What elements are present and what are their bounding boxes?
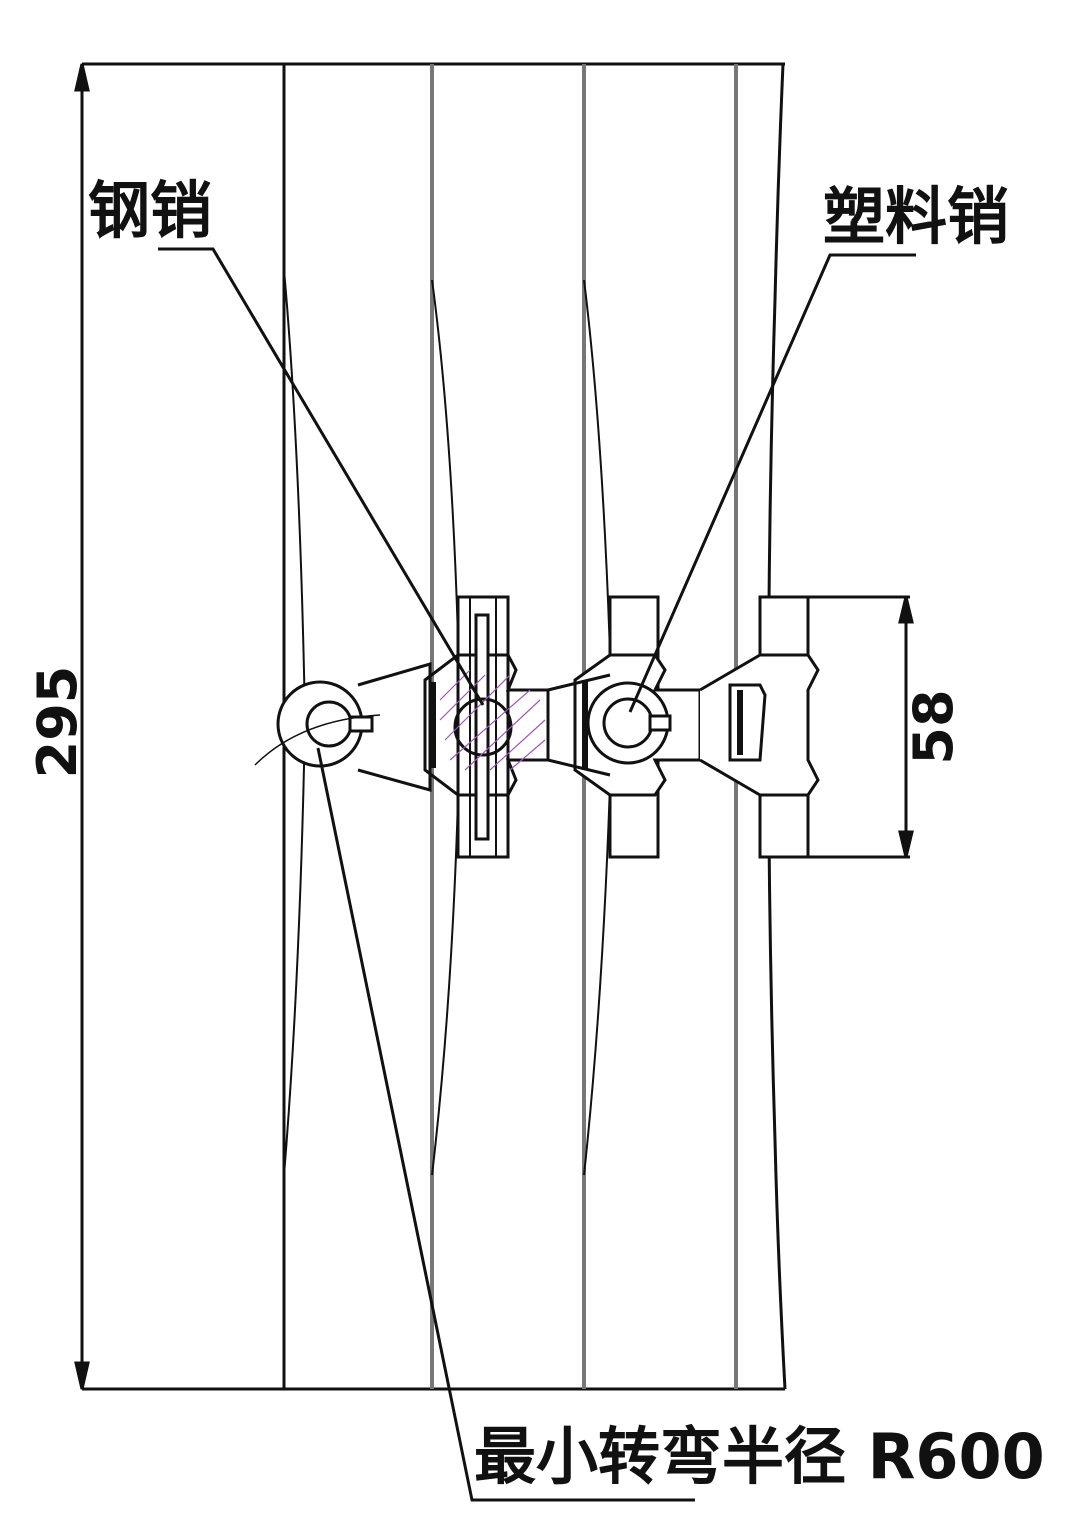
plastic-pin-label: 塑料销	[823, 180, 1009, 253]
chain-link-eye	[276, 662, 432, 792]
radius-leader	[316, 747, 695, 1502]
steel-pin-link	[423, 595, 550, 859]
plastic-pin-link	[547, 595, 702, 859]
dimension-295-label: 295	[26, 666, 89, 779]
radius-arc	[254, 714, 381, 766]
dimension-58-label: 58	[902, 689, 965, 764]
leader-lines	[158, 247, 916, 1502]
hatch-lines	[439, 669, 546, 771]
steel-pin-leader	[158, 247, 485, 706]
dimension-295	[74, 63, 90, 1390]
plastic-pin-leader	[628, 253, 916, 713]
min-radius-label: 最小转弯半径 R600	[474, 1420, 1045, 1493]
dimension-58	[808, 595, 914, 859]
end-link	[699, 595, 820, 859]
steel-pin-label: 钢销	[88, 174, 212, 247]
chain-links	[276, 595, 820, 859]
